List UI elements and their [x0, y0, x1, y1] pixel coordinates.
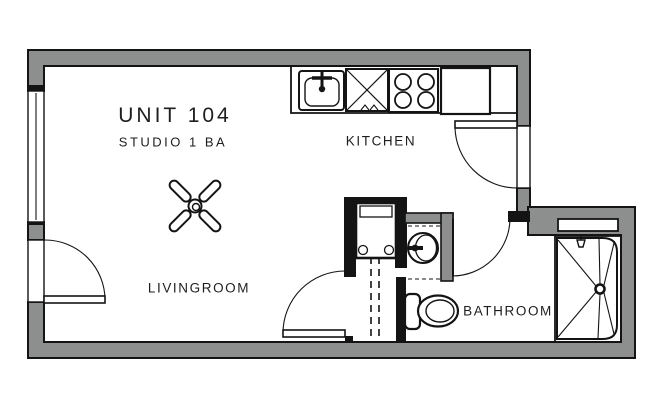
closet-rod — [370, 257, 380, 342]
room-label-livingroom: LIVINGROOM — [147, 280, 251, 296]
doors — [43, 120, 518, 338]
refrigerator — [439, 66, 492, 116]
shower-basin — [556, 237, 618, 340]
bathroom-door — [451, 217, 511, 277]
sink-tap-icon — [411, 244, 419, 252]
sink-alcove-walls — [404, 212, 454, 282]
patio-door-opening — [27, 239, 45, 303]
window-cap-top — [28, 85, 44, 92]
bathroom-door-arc — [451, 217, 511, 277]
toilet-wall — [396, 277, 406, 342]
ceiling-fan — [168, 179, 222, 233]
entry-door-leaf — [454, 120, 518, 129]
toilet — [403, 292, 460, 331]
closet-door-leaf — [282, 329, 346, 338]
unit-subtitle: STUDIO 1 BA — [118, 134, 228, 150]
washer-dryer — [354, 201, 398, 260]
entry-door-arc — [454, 126, 518, 189]
shower-floor-lines — [557, 238, 615, 339]
closet-wall-top — [344, 197, 402, 206]
interior-partitions — [28, 85, 530, 343]
room-label-kitchen: KITCHEN — [345, 133, 417, 149]
closet-wall-right — [395, 197, 407, 268]
shower — [554, 235, 621, 341]
stove — [388, 68, 439, 113]
window-bathroom — [557, 218, 619, 232]
room-label-bathroom: BATHROOM — [463, 303, 553, 319]
alcove-wall-right — [440, 212, 454, 282]
patio-door-arc — [44, 239, 106, 301]
shower-head-icon — [576, 235, 586, 248]
openings — [27, 90, 619, 303]
unit-title: UNIT 104 — [118, 104, 232, 127]
shower-enclosure — [554, 235, 621, 341]
shower-drain — [594, 283, 606, 295]
closet-door — [282, 270, 346, 338]
threshold-notch — [345, 336, 353, 343]
patio-door-leaf — [43, 295, 106, 304]
closet-wall-left — [344, 197, 356, 277]
closet-door-arc — [282, 270, 346, 334]
door-stop-cap — [508, 211, 530, 222]
entry-door — [454, 120, 518, 189]
dishwasher — [345, 68, 389, 112]
entry-door-opening — [516, 125, 531, 189]
patio-door — [43, 239, 106, 304]
faucet-icon — [318, 85, 326, 93]
kitchen-sink — [298, 70, 345, 111]
bathroom-sink — [407, 225, 440, 280]
kitchen-fixtures — [290, 66, 517, 116]
